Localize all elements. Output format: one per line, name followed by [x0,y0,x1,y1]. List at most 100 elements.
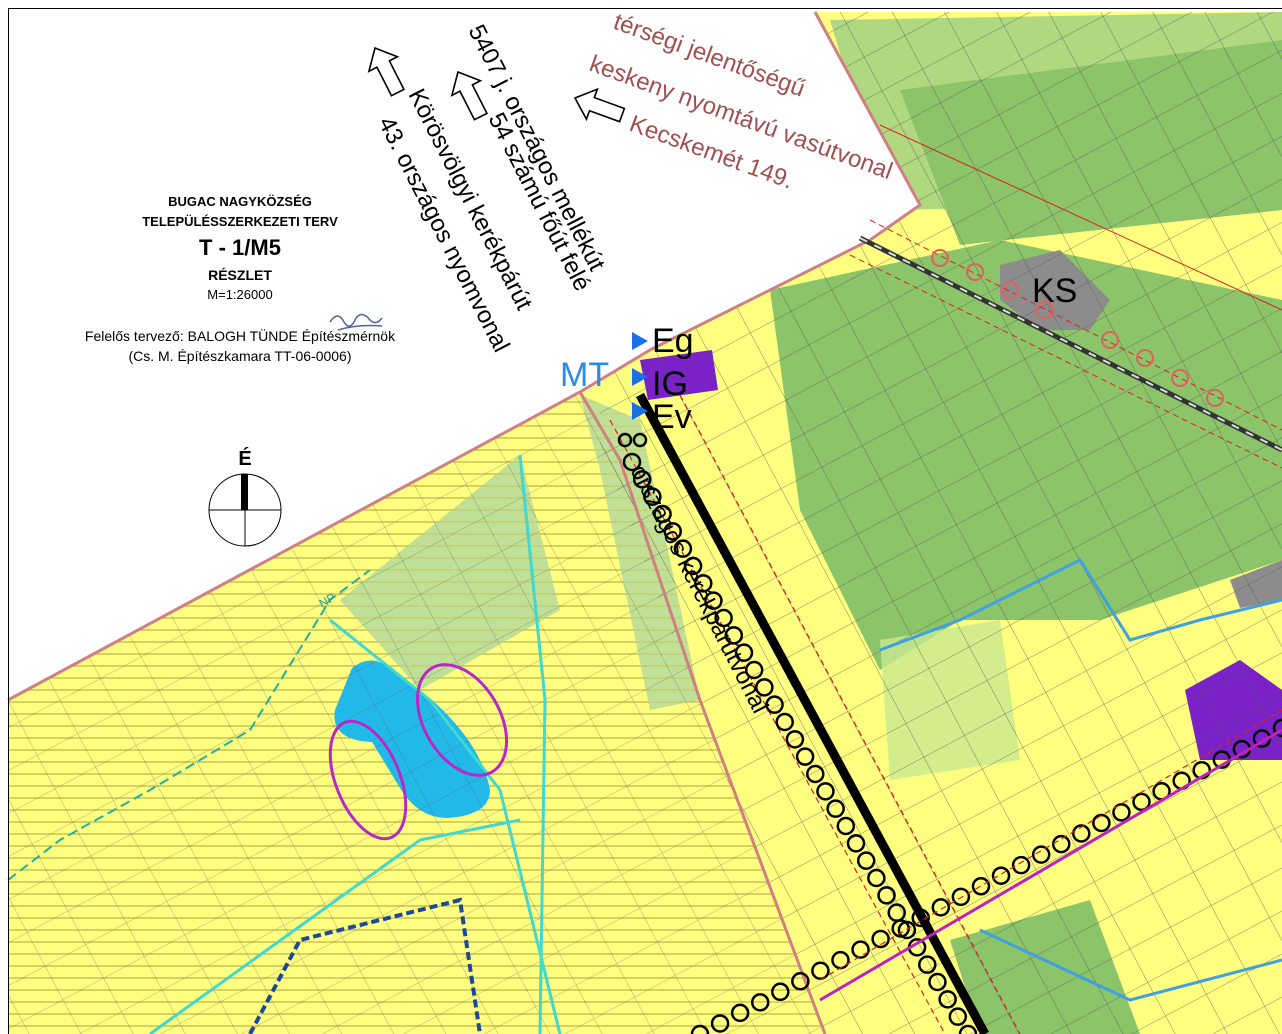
bike-route-circle [632,470,652,489]
bike-route-circle [791,971,810,991]
bike-route-circle [771,982,790,1002]
ig-arrow-icon [632,368,648,386]
zone-label-ks: KS [1032,272,1077,310]
bike-route-circle [632,432,648,448]
channel-4 [879,558,1282,652]
railway [858,235,1282,453]
bike-route-circle [911,908,931,928]
designer: Felelős tervező: BALOGH TÜNDE Építészmér… [84,328,396,344]
bike-route-circle [683,556,703,576]
bike-route-circle [1051,834,1071,854]
bike-route-circle [704,591,723,610]
bike-route-circle [714,608,733,628]
bike-route-circle [1112,803,1131,822]
bike-route-circle [928,972,947,992]
bike-route-circle [951,887,971,907]
bike-route-circle [836,816,856,836]
bike-route-circle [750,993,770,1012]
bike-route-circle [765,695,784,714]
main-road [636,392,989,1034]
bike-route-circle [622,452,642,472]
red-line-top [879,124,1282,311]
bike-route-circle [673,539,693,558]
secondary-road-buffer [819,709,1282,981]
bike-route-circle [846,834,866,853]
protected-area-boundary [248,897,482,1034]
title-block: BUGAC NAGYKÖZSÉG TELEPÜLÉSSZERKEZETI TER… [20,192,460,366]
north-arrow-icon [208,473,282,547]
bike-route-circle [1031,845,1051,864]
bike-route-circle [931,898,951,917]
bike-route-circle [1132,792,1151,812]
bike-route-circle [856,851,876,870]
bike-direction-arrow-icon [367,46,406,97]
zone-label-ev: Ev [652,398,692,436]
bike-route-circle [826,799,845,818]
bike-route-circle [1011,855,1031,875]
bike-route-circle [871,929,890,949]
north-label: É [238,447,251,470]
settlement-boundary [7,11,922,702]
bike-route-circle [1092,813,1111,833]
bike-route-circle [653,504,672,524]
bike-route-circle [694,574,713,593]
bike-route-circle [1272,718,1282,738]
eg-arrow-icon [632,332,648,350]
bike-route-circle [1072,824,1091,843]
bike-route-circle [816,782,835,801]
chamber: (Cs. M. Építészkamara TT-06-0006) [128,348,352,364]
bike-route-circle [755,678,774,697]
zone-label-eg: Eg [652,322,694,360]
channel-2 [329,618,562,1034]
bike-route-circle [806,764,825,784]
bike-route-circle [690,1024,710,1034]
title-line2: TELEPÜLÉSSZERKEZETI TERV [142,214,338,229]
np-boundary [7,569,371,881]
channel-3 [149,818,521,1034]
road-buffer-dashed-2 [609,419,946,1034]
bike-route-circle [744,660,764,680]
zone-label-ig: IG [652,365,688,403]
bike-route-circle [851,940,870,959]
signature [329,313,383,331]
bike-route-circle [795,747,815,766]
bike-route-circle [643,487,662,506]
railway-dashed-red [849,254,1282,469]
railway-circles [931,249,1224,407]
plan-subtitle: RÉSZLET [208,267,272,283]
railway-dashed-red-2 [869,219,1282,431]
secondary-road [819,728,1282,1002]
bike-route-circle [785,730,805,749]
bike-route-circle [775,712,794,732]
bike-route-circle [617,432,633,448]
bike-route-circle [867,868,886,888]
ev-arrow-icon [632,402,648,420]
railway-direction-arrow-icon [573,87,626,123]
bike-route-circles-3 [617,432,648,448]
plan-scale: M=1:26000 [207,287,273,302]
natura-ellipse-2 [328,719,408,841]
road-direction-arrow-icon [450,70,489,121]
bike-route-circle [710,1014,730,1033]
channel-5 [979,928,1282,1002]
bike-route-circle [811,961,830,980]
inner-boundary [578,391,827,1034]
bike-route-circle [734,643,754,662]
title-line1: BUGAC NAGYKÖZSÉG [168,194,312,209]
bike-route-circle [971,877,991,896]
bike-route-circle [991,866,1011,885]
road-buffer-dashed [679,394,1021,1034]
bike-route-circle [724,626,744,645]
natura-ellipse-1 [415,663,509,777]
bike-route-circle [948,1007,968,1026]
outside-area [8,12,920,700]
channel-1 [518,454,547,1034]
bike-route-circles [622,452,978,1034]
bike-route-circle [663,522,682,541]
zone-label-mt: MT [560,356,609,394]
bike-route-circle [730,1003,750,1023]
plan-code: T - 1/M5 [199,235,281,260]
bike-route-circle [938,990,957,1009]
bike-route-circle [877,886,896,905]
